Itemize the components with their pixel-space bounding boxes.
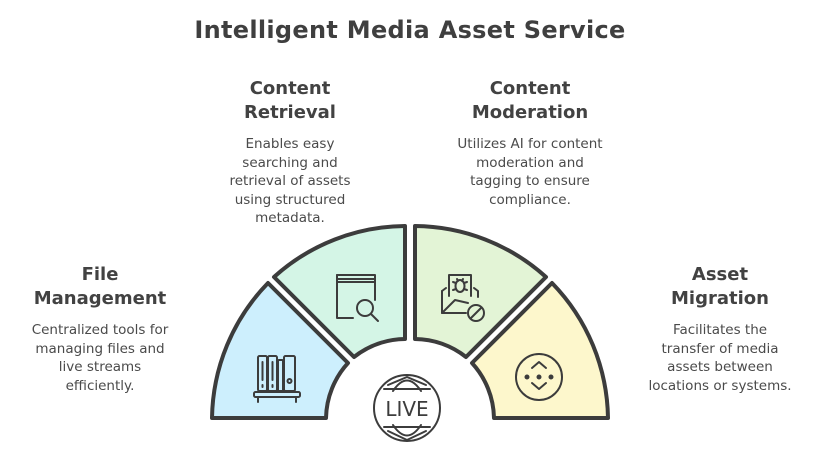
content-moderation-block: Content Moderation Utilizes AI for conte… (430, 77, 630, 209)
file-management-block: File Management Centralized tools for ma… (10, 263, 190, 395)
live-globe-icon (373, 374, 441, 442)
segment-file-management (210, 281, 350, 420)
content-moderation-heading: Content Moderation (471, 78, 589, 123)
book-search-icon (336, 274, 379, 322)
bookshelf-icon (253, 355, 301, 403)
file-management-description: Centralized tools for managing files and… (31, 322, 169, 394)
file-management-heading: File Management (33, 264, 167, 309)
segment-asset-migration (470, 281, 610, 420)
content-retrieval-block: Content Retrieval Enables easy searching… (200, 77, 380, 228)
transfer-circle-icon (515, 353, 563, 401)
asset-migration-heading: Asset Migration (671, 264, 769, 309)
content-retrieval-heading: Content Retrieval (244, 78, 336, 123)
segment-content-retrieval (272, 224, 407, 359)
asset-migration-description: Facilitates the transfer of media assets… (648, 322, 792, 394)
content-moderation-description: Utilizes AI for content moderation and t… (457, 136, 603, 208)
segment-content-moderation (413, 224, 548, 359)
content-retrieval-description: Enables easy searching and retrieval of … (229, 136, 351, 226)
live-label: LIVE (385, 397, 428, 421)
asset-migration-block: Asset Migration Facilitates the transfer… (630, 263, 810, 395)
diagram-title: Intelligent Media Asset Service (194, 16, 626, 44)
mail-bug-block-icon (441, 274, 485, 322)
